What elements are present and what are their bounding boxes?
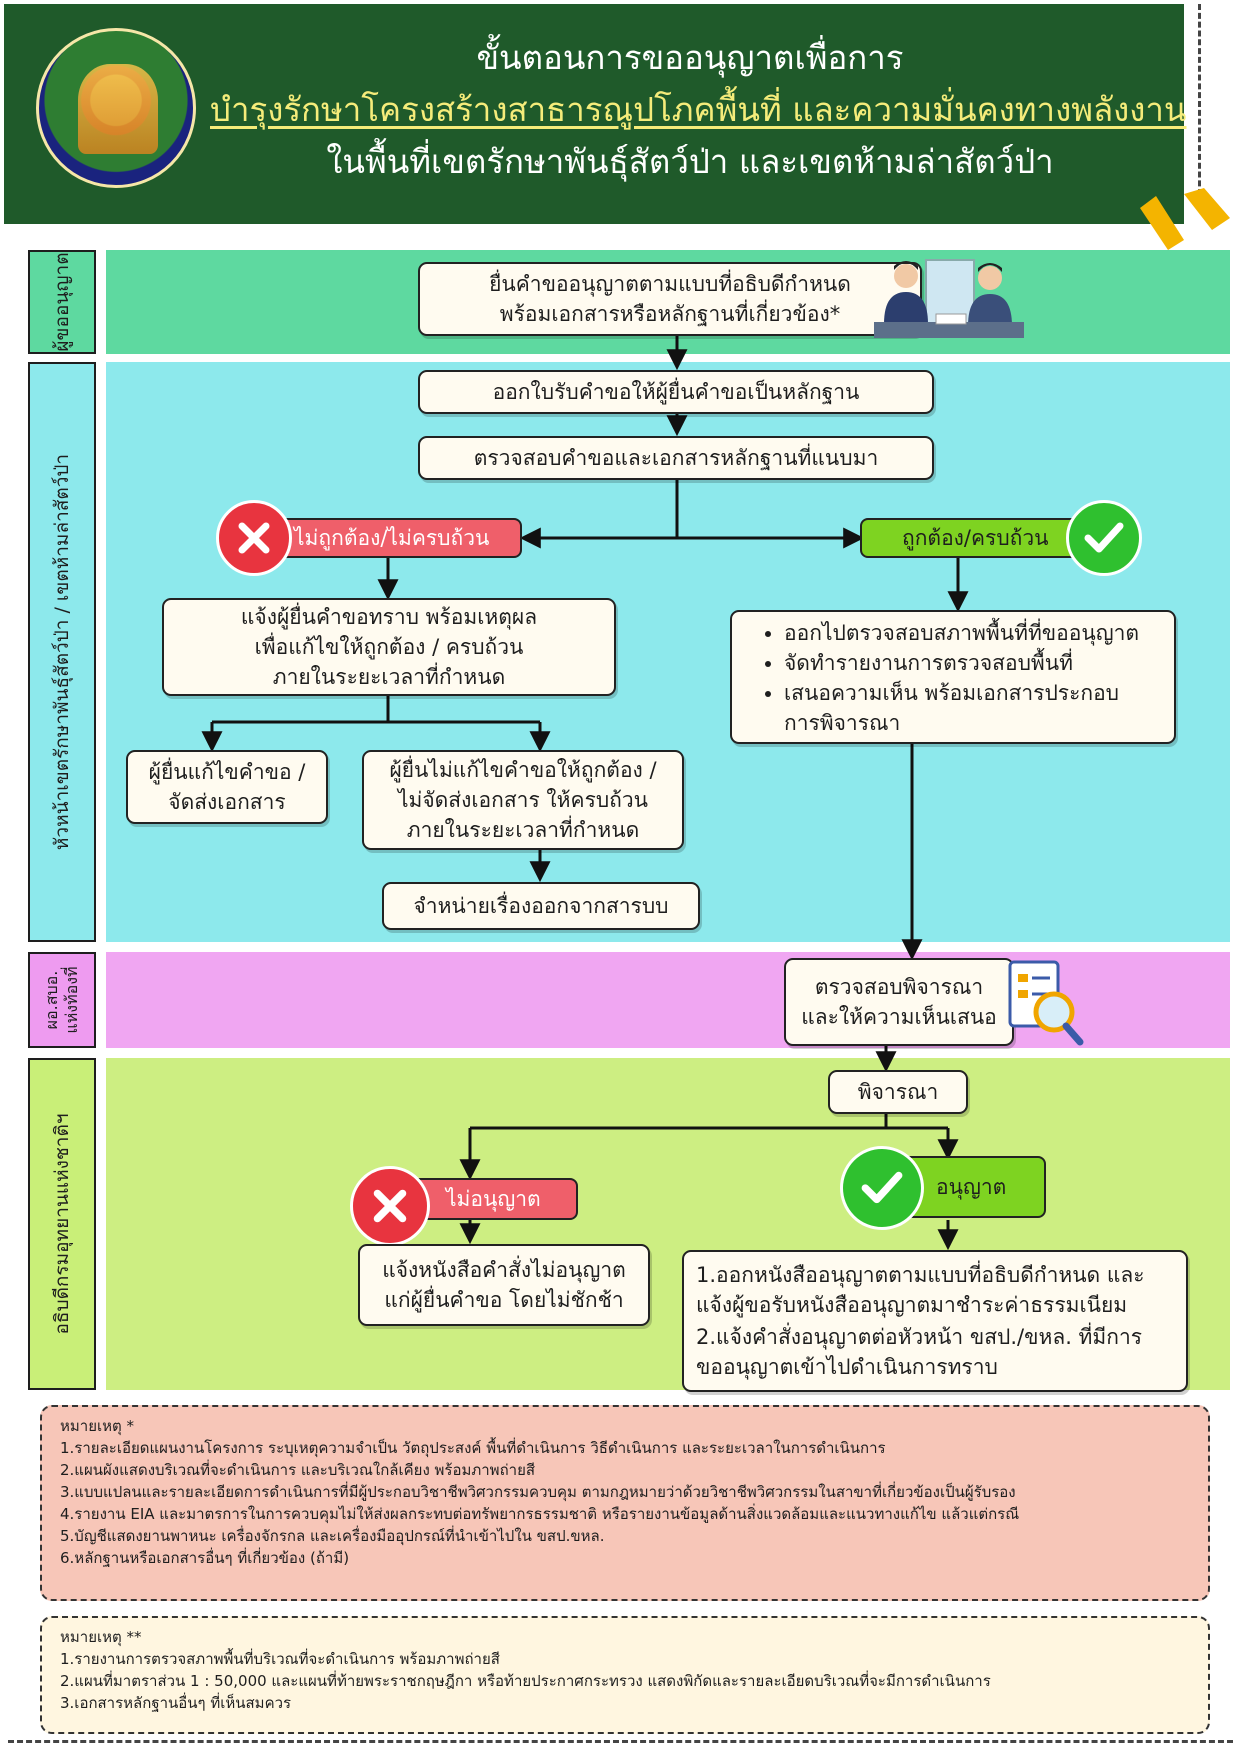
inspect-item-1: ออกไปตรวจสอบสภาพพื้นที่ที่ขออนุญาต [784, 618, 1139, 648]
applicant-fixed-box: ผู้ยื่นแก้ไขคำขอ / จัดส่งเอกสาร [126, 750, 328, 824]
correct-text: ถูกต้อง/ครบถ้วน [902, 525, 1049, 550]
note2-item: 1.รายงานการตรวจสภาพพื้นที่บริเวณที่จะดำเ… [60, 1650, 500, 1668]
title-line-3: ในพื้นที่เขตรักษาพันธุ์สัตว์ป่า และเขตห้… [326, 142, 1054, 181]
fixed-line-2: จัดส่งเอกสาร [168, 790, 286, 814]
meeting-illustration-icon [874, 259, 1024, 338]
title-line-1: ขั้นตอนการขออนุญาตเพื่อการ [476, 38, 904, 77]
consider-text: พิจารณา [857, 1080, 939, 1104]
inspect-item-3-cont: การพิจารณา [784, 711, 901, 735]
not-fixed-line-2: ไม่จัดส่งเอกสาร ให้ครบถ้วน [397, 788, 649, 812]
review-line-2: และให้ความเห็นเสนอ [801, 1005, 997, 1029]
dismiss-text: จำหน่ายเรื่องออกจากสารบบ [413, 894, 669, 918]
note1-item: 3.แบบแปลนและรายละเอียดการดำเนินการที่มีผ… [60, 1483, 1016, 1501]
decorative-shapes-icon [1140, 188, 1230, 250]
approve-action-2b: ขออนุญาตเข้าไปดำเนินการทราบ [696, 1355, 998, 1379]
submit-request-box: ยื่นคำขออนุญาตตามแบบที่อธิบดีกำหนด พร้อม… [418, 262, 922, 336]
submit-line-1: ยื่นคำขออนุญาตตามแบบที่อธิบดีกำหนด [489, 272, 851, 296]
lane-label-local: ผอ.สบอ. แห่งท้องที่ [28, 952, 96, 1048]
dashed-border [1198, 4, 1201, 204]
approve-action-1b: แจ้งผู้ขอรับหนังสืออนุญาตมาชำระค่าธรรมเน… [696, 1293, 1128, 1317]
inspect-item-2: จัดทำรายงานการตรวจสอบพื้นที่ [784, 648, 1139, 678]
receipt-text: ออกใบรับคำขอให้ผู้ยื่นคำขอเป็นหลักฐาน [492, 380, 860, 404]
approve-action-2a: 2.แจ้งคำสั่งอนุญาตต่อหัวหน้า ขสป./ขหล. ท… [696, 1325, 1143, 1349]
dismiss-box: จำหน่ายเรื่องออกจากสารบบ [382, 882, 700, 930]
note1-item: 4.รายงาน EIA และมาตรการในการควบคุมไม่ให้… [60, 1505, 1020, 1523]
note-inspection-documents: หมายเหตุ ** 1.รายงานการตรวจสภาพพื้นที่บร… [40, 1616, 1210, 1734]
review-box: ตรวจสอบพิจารณา และให้ความเห็นเสนอ [784, 958, 1014, 1046]
approve-actions-box: 1.ออกหนังสืออนุญาตตามแบบที่อธิบดีกำหนด แ… [682, 1250, 1188, 1392]
lane-label-sanctuary-head: หัวหน้าเขตรักษาพันธุ์สัตว์ป่า / เขตห้ามล… [28, 362, 96, 942]
note2-item: 3.เอกสารหลักฐานอื่นๆ ที่เห็นสมควร [60, 1694, 292, 1712]
note1-item: 1.รายละเอียดแผนงานโครงการ ระบุเหตุความจำ… [60, 1439, 886, 1457]
not-fixed-line-1: ผู้ยื่นไม่แก้ไขคำขอให้ถูกต้อง / [389, 758, 657, 782]
deny-text: ไม่อนุญาต [446, 1186, 541, 1211]
notify-applicant-box: แจ้งผู้ยื่นคำขอทราบ พร้อมเหตุผล เพื่อแก้… [162, 598, 616, 696]
header-banner [4, 4, 1184, 224]
consider-box: พิจารณา [828, 1070, 968, 1114]
note-required-documents: หมายเหตุ * 1.รายละเอียดแผนงานโครงการ ระบ… [40, 1405, 1210, 1601]
submit-line-2: พร้อมเอกสารหรือหลักฐานที่เกี่ยวข้อง* [499, 302, 841, 326]
note1-item: 6.หลักฐานหรือเอกสารอื่นๆ ที่เกี่ยวข้อง (… [60, 1549, 350, 1567]
approve-action-1a: 1.ออกหนังสืออนุญาตตามแบบที่อธิบดีกำหนด แ… [696, 1263, 1145, 1287]
note1-title: หมายเหตุ * [60, 1417, 135, 1435]
check-documents-box: ตรวจสอบคำขอและเอกสารหลักฐานที่แนบมา [418, 436, 934, 480]
check-icon [840, 1146, 924, 1230]
approve-text: อนุญาต [936, 1174, 1007, 1199]
document-magnifier-icon [1008, 960, 1084, 1046]
notify-line-1: แจ้งผู้ยื่นคำขอทราบ พร้อมเหตุผล [240, 605, 538, 629]
seal-emblem-icon [78, 64, 158, 154]
fixed-line-1: ผู้ยื่นแก้ไขคำขอ / [148, 760, 306, 784]
field-inspection-box: ออกไปตรวจสอบสภาพพื้นที่ที่ขออนุญาต จัดทำ… [730, 610, 1176, 744]
cross-icon [350, 1166, 430, 1246]
incorrect-decision: ไม่ถูกต้อง/ไม่ครบถ้วน [262, 518, 522, 558]
lane-label-director-general: อธิบดีกรมอุทยานแห่งชาติฯ [28, 1058, 96, 1390]
title-line-2: บำรุงรักษาโครงสร้างสาธารณูปโภคพื้นที่ แล… [210, 90, 1187, 129]
cross-icon [216, 500, 292, 576]
deny-notice-line-2: แก่ผู้ยื่นคำขอ โดยไม่ชักช้า [384, 1288, 624, 1312]
check-docs-text: ตรวจสอบคำขอและเอกสารหลักฐานที่แนบมา [473, 446, 879, 470]
deny-notice-line-1: แจ้งหนังสือคำสั่งไม่อนุญาต [382, 1258, 626, 1282]
notify-line-2: เพื่อแก้ไขให้ถูกต้อง / ครบถ้วน [254, 635, 524, 659]
receipt-box: ออกใบรับคำขอให้ผู้ยื่นคำขอเป็นหลักฐาน [418, 370, 934, 414]
review-line-1: ตรวจสอบพิจารณา [814, 975, 984, 999]
check-icon [1066, 500, 1142, 576]
inspect-item-3: เสนอความเห็น พร้อมเอกสารประกอบ [784, 678, 1139, 708]
bottom-dashed-border [8, 1740, 1233, 1743]
incorrect-text: ไม่ถูกต้อง/ไม่ครบถ้วน [294, 525, 490, 550]
not-fixed-line-3: ภายในระยะเวลาที่กำหนด [406, 818, 640, 842]
notify-line-3: ภายในระยะเวลาที่กำหนด [272, 665, 506, 689]
applicant-not-fixed-box: ผู้ยื่นไม่แก้ไขคำขอให้ถูกต้อง / ไม่จัดส่… [362, 750, 684, 850]
note1-item: 2.แผนผังแสดงบริเวณที่จะดำเนินการ และบริเ… [60, 1461, 536, 1479]
deny-notice-box: แจ้งหนังสือคำสั่งไม่อนุญาต แก่ผู้ยื่นคำข… [358, 1244, 650, 1326]
note1-item: 5.บัญชีแสดงยานพาหนะ เครื่องจักรกล และเคร… [60, 1527, 605, 1545]
note2-item: 2.แผนที่มาตราส่วน 1 : 50,000 และแผนที่ท้… [60, 1672, 991, 1690]
lane-label-applicant: ผู้ขออนุญาต [28, 250, 96, 354]
note2-title: หมายเหตุ ** [60, 1628, 142, 1646]
